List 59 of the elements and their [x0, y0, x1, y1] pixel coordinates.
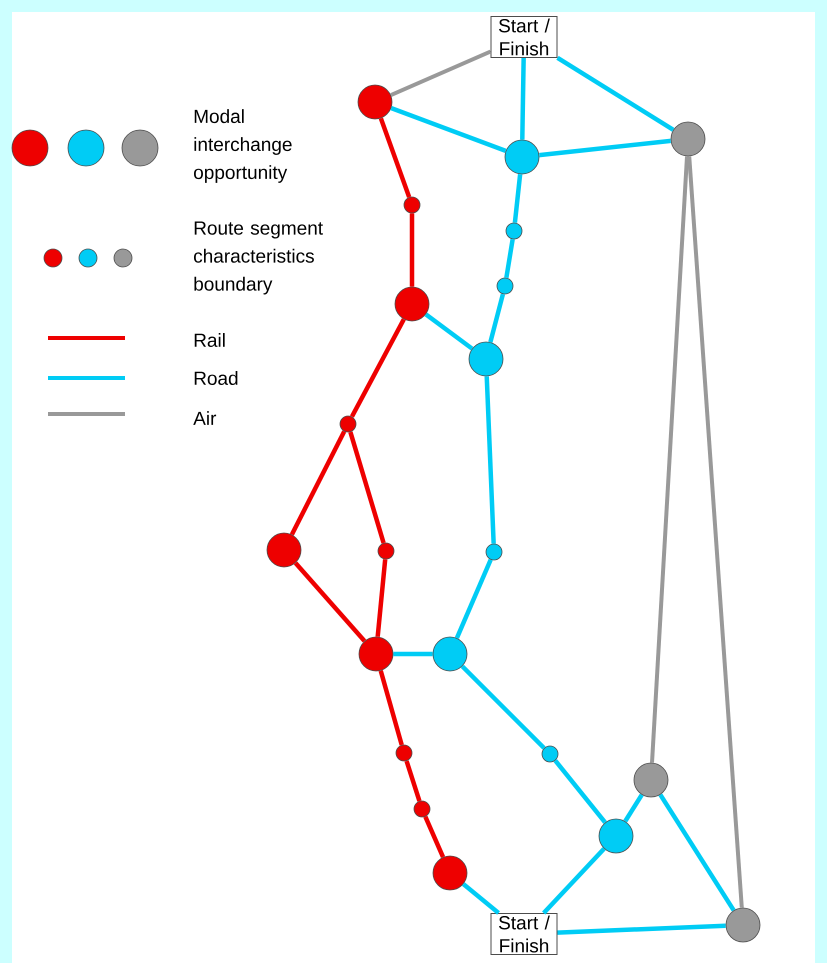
- route-line: [520, 58, 526, 140]
- route-line: [542, 847, 606, 915]
- boundary-circle: [496, 278, 514, 294]
- interchange-circle: [358, 636, 394, 672]
- route-line: [290, 430, 346, 536]
- route-line: [484, 376, 496, 544]
- route-line: [390, 106, 506, 154]
- legend-text: Air: [193, 411, 216, 425]
- interchange-circle: [634, 762, 668, 798]
- boundary-circle: [542, 746, 558, 762]
- route-line: [554, 759, 607, 824]
- route-line: [294, 562, 366, 642]
- route-line: [348, 431, 386, 544]
- route-line: [454, 558, 493, 639]
- route-line: [378, 670, 404, 746]
- boundary-circle: [506, 222, 522, 240]
- legend-text: Rail: [194, 333, 225, 347]
- route-line: [410, 213, 414, 287]
- interchange-circle: [266, 532, 302, 568]
- interchange-circle: [432, 636, 468, 672]
- route-line: [378, 118, 412, 198]
- route-line: [539, 138, 671, 158]
- boundary-circle: [414, 800, 430, 818]
- interchange-circle: [394, 286, 430, 322]
- legend-text: Modal interchange opportunity: [194, 109, 292, 183]
- route-line: [488, 294, 506, 343]
- route-line: [350, 318, 406, 418]
- interchange-circle: [504, 140, 540, 174]
- route-line: [393, 652, 433, 656]
- route-line: [557, 923, 726, 935]
- interchange-circle: [670, 122, 706, 156]
- boundary-circle: [378, 542, 394, 560]
- route-line: [650, 156, 689, 763]
- interchange-circle: [468, 342, 504, 376]
- route-line: [512, 174, 522, 223]
- route-line: [556, 56, 674, 132]
- interchange-circle: [358, 84, 392, 120]
- start-finish-box: Start / Finish: [490, 16, 558, 58]
- boundary-circle: [396, 744, 412, 762]
- route-line: [404, 760, 422, 802]
- interchange-circle: [726, 908, 760, 942]
- legend-text: Route segment characteristics boundary: [194, 222, 323, 294]
- route-line: [423, 816, 446, 858]
- route-line: [658, 794, 736, 912]
- start-finish-box: Start / Finish: [490, 913, 558, 955]
- legend-text: Road: [194, 371, 238, 385]
- boundary-circle: [340, 416, 356, 432]
- route-line: [623, 794, 644, 822]
- route-line: [424, 312, 474, 350]
- route-line: [390, 50, 492, 97]
- interchange-circle: [432, 856, 468, 890]
- route-line: [462, 882, 500, 915]
- boundary-circle: [486, 544, 502, 560]
- interchange-circle: [598, 818, 634, 854]
- route-line: [504, 238, 515, 278]
- route-line: [375, 559, 388, 637]
- boundary-circle: [404, 196, 420, 214]
- route-line: [687, 156, 744, 908]
- route-line: [460, 664, 546, 750]
